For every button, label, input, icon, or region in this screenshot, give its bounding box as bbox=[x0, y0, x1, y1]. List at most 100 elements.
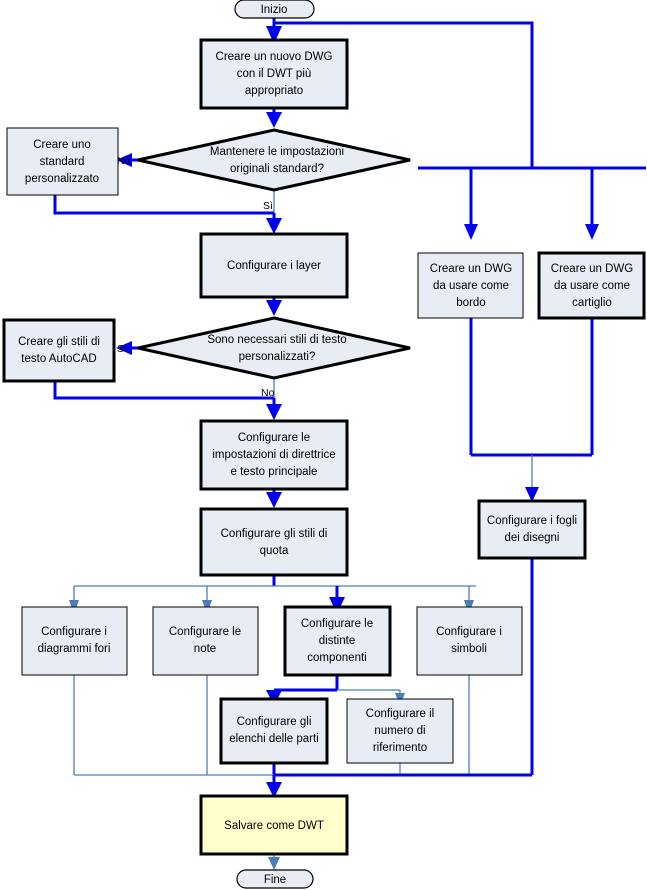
start-terminator-shape bbox=[234, 0, 315, 19]
config-hole-charts-shape bbox=[21, 606, 128, 676]
node-config-parts-lists[interactable]: Configurare gli elenchi delle parti bbox=[219, 697, 329, 765]
node-config-notes[interactable]: Configurare le note bbox=[152, 606, 259, 676]
create-dwg-line3: appropriato bbox=[245, 85, 303, 97]
node-decision-text-styles[interactable]: Sono necessari stili di testo personaliz… bbox=[137, 316, 411, 380]
arrowhead-to-border-dwg bbox=[464, 224, 478, 240]
edge-label-standard-no: No bbox=[117, 155, 131, 167]
create-border-dwg-line3: bordo bbox=[456, 297, 485, 309]
arrowhead-to-config-sheets bbox=[525, 487, 539, 502]
decision-standard-line2: originali standard? bbox=[230, 163, 324, 175]
create-titleblock-dwg-line2: da usare come bbox=[554, 280, 630, 292]
node-create-border-dwg[interactable]: Creare un DWG da usare come bordo bbox=[417, 252, 524, 319]
create-text-styles-line2: testo AutoCAD bbox=[21, 353, 96, 365]
arrowhead-to-save-dwt bbox=[266, 782, 282, 798]
create-border-dwg-shape bbox=[417, 252, 524, 319]
config-leader-line3: e testo principale bbox=[231, 466, 318, 478]
arrowhead-to-end bbox=[268, 857, 280, 870]
config-symbols-line2: simboli bbox=[451, 643, 487, 655]
save-dwt-line1: Salvare come DWT bbox=[224, 820, 324, 832]
connector-text-styles-merge bbox=[53, 381, 274, 400]
arrowhead-to-config-layer bbox=[266, 218, 282, 234]
config-sheets-line2: dei disegni bbox=[505, 532, 560, 544]
config-balloon-line3: riferimento bbox=[373, 742, 427, 754]
node-config-bom[interactable]: Configurare le distinte componenti bbox=[283, 605, 392, 677]
config-symbols-shape bbox=[416, 606, 523, 676]
node-config-sheets[interactable]: Configurare i fogli dei disegni bbox=[477, 499, 587, 560]
arrowhead-to-config-leader bbox=[266, 404, 282, 420]
config-leader-shape bbox=[199, 419, 349, 491]
config-notes-line1: Configurare le bbox=[169, 626, 241, 638]
node-create-dwg[interactable]: Creare un nuovo DWG con il DWT più appro… bbox=[199, 38, 349, 110]
config-bom-line1: Configurare le bbox=[301, 618, 373, 630]
create-dwg-shape bbox=[199, 38, 349, 110]
arrowhead-standard-no bbox=[116, 153, 132, 167]
decision-text-styles-line1: Sono necessari stili di testo bbox=[207, 334, 346, 346]
config-balloon-line1: Configurare il bbox=[366, 708, 434, 720]
create-titleblock-dwg-shape bbox=[537, 251, 646, 320]
custom-standard-shape bbox=[6, 127, 119, 196]
config-dim-styles-line1: Configurare gli stili di bbox=[221, 528, 328, 540]
save-dwt-shape bbox=[199, 794, 349, 856]
create-border-dwg-line1: Creare un DWG bbox=[430, 263, 512, 275]
arrowhead-to-create-dwg bbox=[266, 26, 282, 44]
node-decision-standard[interactable]: Mantenere le impostazioni originali stan… bbox=[137, 128, 411, 192]
node-start[interactable]: Inizio bbox=[234, 0, 315, 19]
custom-standard-line1: Creare uno bbox=[33, 139, 91, 151]
node-config-layer[interactable]: Configurare i layer bbox=[199, 232, 349, 299]
config-hole-charts-line2: diagrammi fori bbox=[38, 643, 111, 655]
decision-text-styles-shape bbox=[137, 316, 411, 380]
edge-label-standard-yes: Sì bbox=[263, 200, 273, 212]
config-bom-line2: distinte bbox=[319, 635, 355, 647]
arrowhead-to-decision-text-styles bbox=[266, 300, 282, 316]
arrowhead-text-styles-yes bbox=[116, 341, 132, 355]
create-text-styles-line1: Creare gli stili di bbox=[18, 336, 100, 348]
create-dwg-line2: con il DWT più bbox=[237, 68, 312, 80]
decision-standard-line1: Mantenere le impostazioni bbox=[210, 146, 344, 158]
config-leader-line2: impostazioni di direttrice bbox=[212, 449, 335, 461]
create-border-dwg-line2: da usare come bbox=[433, 280, 509, 292]
decision-text-styles-line2: personalizzati? bbox=[239, 351, 316, 363]
config-notes-shape bbox=[152, 606, 259, 676]
create-titleblock-dwg-line1: Creare un DWG bbox=[551, 263, 633, 275]
node-end[interactable]: Fine bbox=[236, 869, 314, 889]
connector-start-to-dwg-branch bbox=[274, 21, 534, 168]
config-hole-charts-line1: Configurare i bbox=[41, 626, 107, 638]
node-create-titleblock-dwg[interactable]: Creare un DWG da usare come cartiglio bbox=[537, 251, 646, 320]
node-config-hole-charts[interactable]: Configurare i diagrammi fori bbox=[21, 606, 128, 676]
node-save-dwt[interactable]: Salvare come DWT bbox=[199, 794, 349, 856]
node-config-balloon[interactable]: Configurare il numero di riferimento bbox=[346, 698, 454, 764]
custom-standard-line2: standard bbox=[40, 156, 85, 168]
arrowhead-to-titleblock-dwg bbox=[585, 224, 599, 240]
config-layer-shape bbox=[199, 232, 349, 299]
edge-label-text-styles-no: No bbox=[261, 387, 275, 399]
config-balloon-shape bbox=[346, 698, 454, 764]
arrowhead-to-config-dim-styles bbox=[266, 492, 282, 508]
decision-standard-shape bbox=[137, 128, 411, 192]
create-titleblock-dwg-line3: cartiglio bbox=[572, 297, 612, 309]
node-config-symbols[interactable]: Configurare i simboli bbox=[416, 606, 523, 676]
edge-label-text-styles-yes: Sì bbox=[117, 343, 127, 355]
config-balloon-line2: numero di bbox=[374, 725, 425, 737]
config-parts-lists-line2: elenchi delle parti bbox=[229, 733, 319, 745]
config-parts-lists-line1: Configurare gli bbox=[237, 716, 312, 728]
config-bom-line3: componenti bbox=[307, 652, 366, 664]
create-dwg-line1: Creare un nuovo DWG bbox=[216, 51, 333, 63]
custom-standard-line3: personalizzato bbox=[25, 173, 99, 185]
start-label: Inizio bbox=[261, 4, 288, 16]
config-leader-line1: Configurare le bbox=[238, 432, 310, 444]
config-notes-line2: note bbox=[194, 643, 216, 655]
config-sheets-shape bbox=[477, 499, 587, 560]
arrowhead-to-decision-standard bbox=[266, 112, 282, 128]
config-parts-lists-shape bbox=[219, 697, 329, 765]
config-bom-shape bbox=[283, 605, 392, 677]
config-layer-line1: Configurare i layer bbox=[227, 260, 321, 272]
node-create-text-styles[interactable]: Creare gli stili di testo AutoCAD bbox=[2, 318, 116, 383]
end-label: Fine bbox=[264, 874, 286, 886]
node-config-leader[interactable]: Configurare le impostazioni di direttric… bbox=[199, 419, 349, 491]
node-config-dim-styles[interactable]: Configurare gli stili di quota bbox=[199, 507, 349, 577]
connectors bbox=[53, 15, 646, 870]
config-dim-styles-line2: quota bbox=[260, 545, 289, 557]
node-custom-standard[interactable]: Creare uno standard personalizzato bbox=[6, 127, 119, 196]
